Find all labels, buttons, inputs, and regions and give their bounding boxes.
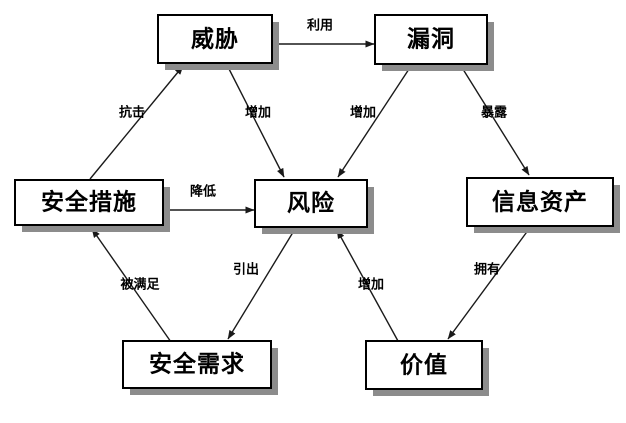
edge-line (337, 65, 412, 178)
edge-asset-owns-value: 拥有 (447, 228, 530, 340)
node-rect[interactable] (374, 14, 488, 65)
edge-label-yongyou: 拥有 (474, 262, 500, 278)
node-rect[interactable] (122, 340, 272, 389)
node-information-asset[interactable]: 信息资产 (466, 177, 620, 233)
node-security-requirement[interactable]: 安全需求 (122, 340, 278, 395)
node-label-threat: 威胁 (191, 26, 239, 53)
edge-line (91, 228, 172, 343)
node-rect[interactable] (254, 179, 368, 228)
edge-need-satisfied-by-control: 被满足 (91, 228, 172, 343)
edge-label-liyong: 利用 (307, 18, 333, 34)
edges-layer: 利用 抗击 增加 增加 暴露 (89, 18, 530, 343)
edge-risk-derives-need: 引出 (227, 228, 296, 340)
edge-control-reduces-risk: 降低 (164, 184, 255, 214)
edge-line (226, 64, 285, 178)
edge-line (336, 229, 399, 342)
node-risk[interactable]: 风险 (254, 179, 374, 234)
node-label-vulnerability: 漏洞 (407, 27, 455, 53)
edge-label-jiangdi: 降低 (190, 184, 216, 200)
node-label-risk: 风险 (287, 190, 335, 217)
node-rect[interactable] (365, 340, 483, 390)
edge-label-beimanzu: 被满足 (119, 277, 160, 293)
node-value[interactable]: 价值 (365, 340, 489, 396)
edge-label-zengjia-vuln: 增加 (350, 105, 376, 121)
edge-line (227, 228, 296, 340)
edge-label-kangji: 抗击 (119, 105, 145, 121)
node-rect[interactable] (14, 179, 164, 226)
node-label-security-control: 安全措施 (41, 189, 137, 216)
edge-line (460, 65, 530, 176)
node-rect[interactable] (466, 177, 614, 227)
node-security-control[interactable]: 安全措施 (14, 179, 170, 232)
edge-label-baolu: 暴露 (480, 106, 508, 121)
edge-threat-increases-risk: 增加 (226, 64, 285, 178)
node-label-value: 价值 (400, 352, 448, 379)
edge-label-yinchu: 引出 (233, 262, 259, 278)
edge-label-zengjia-threat: 增加 (245, 105, 271, 121)
edge-line (89, 65, 184, 180)
edge-vuln-increases-risk: 增加 (337, 65, 412, 178)
edge-threat-exploits-vuln: 利用 (272, 18, 375, 48)
node-rect[interactable] (157, 14, 273, 64)
node-vulnerability[interactable]: 漏洞 (374, 14, 494, 71)
edge-value-increases-risk: 增加 (336, 229, 399, 342)
edge-vuln-exposes-asset: 暴露 (460, 65, 530, 176)
edge-control-counters-threat: 抗击 (89, 65, 184, 180)
node-threat[interactable]: 威胁 (157, 14, 279, 70)
node-label-security-requirement: 安全需求 (149, 351, 245, 378)
edge-line (447, 228, 530, 340)
edge-label-zengjia-value: 增加 (358, 277, 384, 293)
node-label-information-asset: 信息资产 (492, 189, 588, 216)
nodes-layer: 威胁 漏洞 安全措施 风险 (14, 14, 620, 396)
